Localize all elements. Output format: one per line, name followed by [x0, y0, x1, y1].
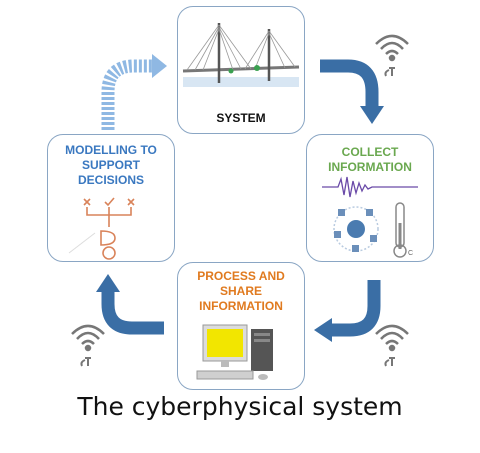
- node-collect: COLLECT INFORMATION C: [306, 134, 434, 262]
- computer-icon: [196, 324, 273, 380]
- thermometer-icon: C: [393, 202, 413, 258]
- svg-text:C: C: [408, 250, 413, 257]
- node-system: SYSTEM: [177, 6, 305, 134]
- wireless-signal-icon: [375, 34, 409, 77]
- arrow-process-to-modelling: [96, 274, 164, 335]
- node-modelling: MODELLING TO SUPPORT DECISIONS: [47, 134, 175, 262]
- node-modelling-label: MODELLING TO SUPPORT DECISIONS: [65, 143, 157, 187]
- decision-tree-icon: [68, 197, 135, 260]
- seismograph-icon: [322, 176, 418, 198]
- arrow-modelling-to-system: [101, 54, 167, 130]
- arrow-collect-to-process: [314, 280, 381, 342]
- node-process-label: PROCESS AND SHARE INFORMATION: [197, 269, 285, 313]
- diagram-caption: The cyberphysical system: [77, 392, 403, 421]
- node-system-label: SYSTEM: [216, 111, 266, 125]
- wireless-signal-icon: [375, 324, 409, 367]
- iot-cloud-icon: [333, 206, 379, 252]
- wireless-signal-icon: [71, 324, 105, 367]
- arrow-system-to-collect: [320, 59, 384, 124]
- node-collect-label: COLLECT INFORMATION: [328, 145, 412, 174]
- bridge-icon: [182, 23, 300, 87]
- node-process: PROCESS AND SHARE INFORMATION: [177, 262, 305, 390]
